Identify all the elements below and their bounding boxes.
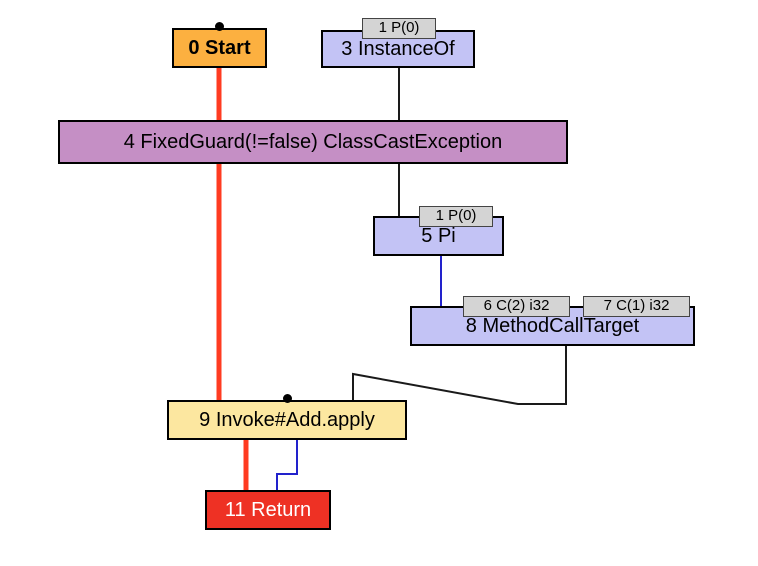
graph-node-label: 0 Start — [188, 37, 251, 59]
edge-assoc-n8-n9 — [352, 346, 567, 405]
graph-node-label: 8 MethodCallTarget — [465, 315, 640, 337]
graph-node-label: 5 Pi — [421, 225, 456, 247]
graph-node-n9[interactable]: 9 Invoke#Add.apply — [167, 400, 407, 440]
edge-data-n9-n11 — [276, 440, 298, 490]
graph-node-n11[interactable]: 11 Return — [205, 490, 331, 530]
anchor-dot-n9 — [283, 394, 292, 403]
anchor-dot-n0 — [215, 22, 224, 31]
graph-port-p5[interactable]: 1 P(0) — [419, 206, 493, 227]
graph-port-p8a[interactable]: 6 C(2) i32 — [463, 296, 570, 317]
graph-node-label: 3 InstanceOf — [341, 38, 455, 60]
graph-node-label: 9 Invoke#Add.apply — [199, 409, 375, 431]
graph-node-n4[interactable]: 4 FixedGuard(!=false) ClassCastException — [58, 120, 568, 164]
graph-node-label: 4 FixedGuard(!=false) ClassCastException — [123, 131, 503, 153]
graph-node-label: 11 Return — [224, 499, 312, 521]
graph-node-n0[interactable]: 0 Start — [172, 28, 267, 68]
graph-port-p3[interactable]: 1 P(0) — [362, 18, 436, 39]
graph-port-p8b[interactable]: 7 C(1) i32 — [583, 296, 690, 317]
